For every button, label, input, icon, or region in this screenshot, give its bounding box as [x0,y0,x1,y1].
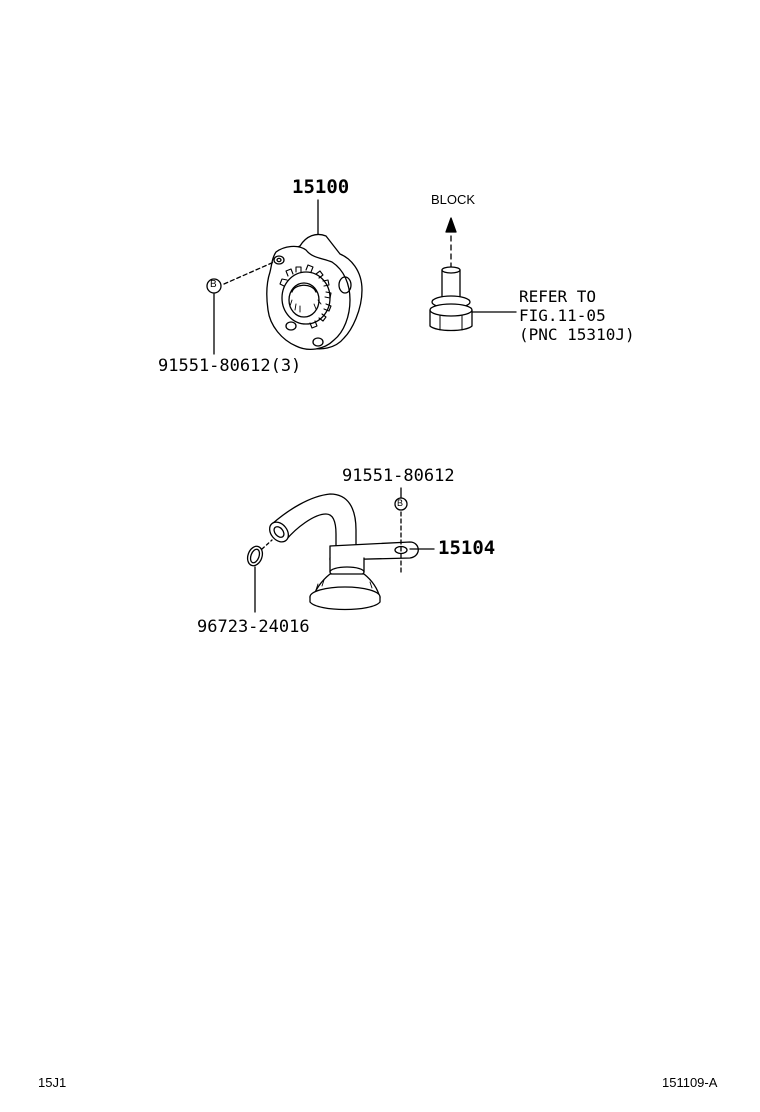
pump-bolt-hole-top-inner [276,257,282,263]
block-arrow-head [445,217,457,233]
oring-dashed-line [261,539,273,550]
block-label: BLOCK [431,192,476,207]
oring-part-number: 96723-24016 [197,617,310,637]
drain-plug-drawing [429,217,517,332]
pump-bolt-hole-bottom-right [312,337,324,347]
footer-left-code: 15J1 [38,1075,67,1090]
pump-gear-teeth [279,264,332,329]
oil-strainer-drawing [246,487,435,613]
plug-tip [441,266,461,274]
footer-right-code: 151109-A [662,1075,718,1090]
oring-outer [246,545,264,567]
oil-pump-drawing [206,199,363,355]
pump-gear-bore [288,282,320,318]
pump-bolt-hole-top [273,255,285,265]
strainer-bracket [329,541,419,561]
strainer-part-number: 15104 [438,537,496,559]
pump-gear-bore-edge [291,284,317,293]
pump-bolt-dashed-line [223,261,275,285]
pump-bolt-hole-bottom [285,321,297,331]
pump-bolt-part-number: 91551-80612(3) [158,356,302,376]
strainer-pipe-inlet-inner [273,526,285,538]
refer-note-line-3: (PNC 15310J) [519,325,635,344]
refer-note-line-2: FIG.11-05 [519,306,606,325]
pump-shading [289,299,322,313]
strainer-bolt-marker-letter: B [397,498,404,508]
pump-bolt-marker [206,278,222,294]
strainer-bolt-part-number: 91551-80612 [342,466,455,486]
strainer-screen-rim [309,596,381,611]
refer-note-line-1: REFER TO [519,287,597,306]
plug-shank [441,269,461,299]
pump-part-number: 15100 [292,176,350,198]
pump-boss-right [338,276,352,294]
pump-bolt-marker-letter: B [210,279,217,290]
strainer-pipe-inlet [268,521,290,543]
plug-hex-top [429,303,473,317]
oring-inner [249,548,261,564]
strainer-shading [315,579,373,591]
